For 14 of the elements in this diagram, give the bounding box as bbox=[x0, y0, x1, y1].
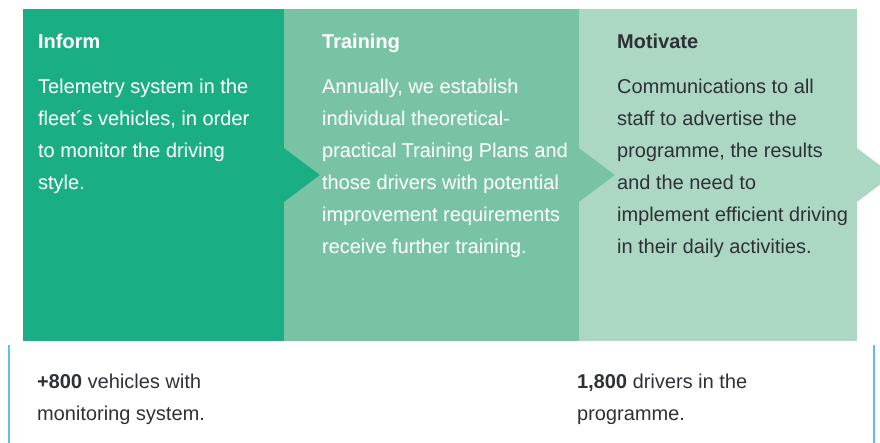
step-heading: Motivate bbox=[617, 30, 700, 54]
stat-text: 1,800 drivers in the programme. bbox=[577, 370, 748, 427]
step-panel bbox=[23, 9, 284, 341]
stat-text: +800 vehicles with monitoring system. bbox=[37, 370, 206, 427]
step-panel bbox=[284, 9, 579, 341]
chevron-arrow bbox=[284, 148, 320, 202]
step-description: Annually, we establish individual theoretical-practical Training Plans and those drivers with potential improvement requirements receive further training. bbox=[322, 75, 569, 260]
step-panel bbox=[579, 9, 857, 341]
step-description: Telemetry system in the fleet´s vehicles, in order to monitor the driving style. bbox=[38, 75, 250, 196]
step-description: Communications to all staff to advertise the programme, the results and the need to implement efficient driving in their daily activities. bbox=[617, 75, 849, 260]
chevron-arrow bbox=[579, 148, 615, 202]
chevron-arrow bbox=[857, 148, 880, 202]
step-heading: Inform bbox=[38, 30, 102, 54]
step-heading: Training bbox=[322, 30, 401, 54]
